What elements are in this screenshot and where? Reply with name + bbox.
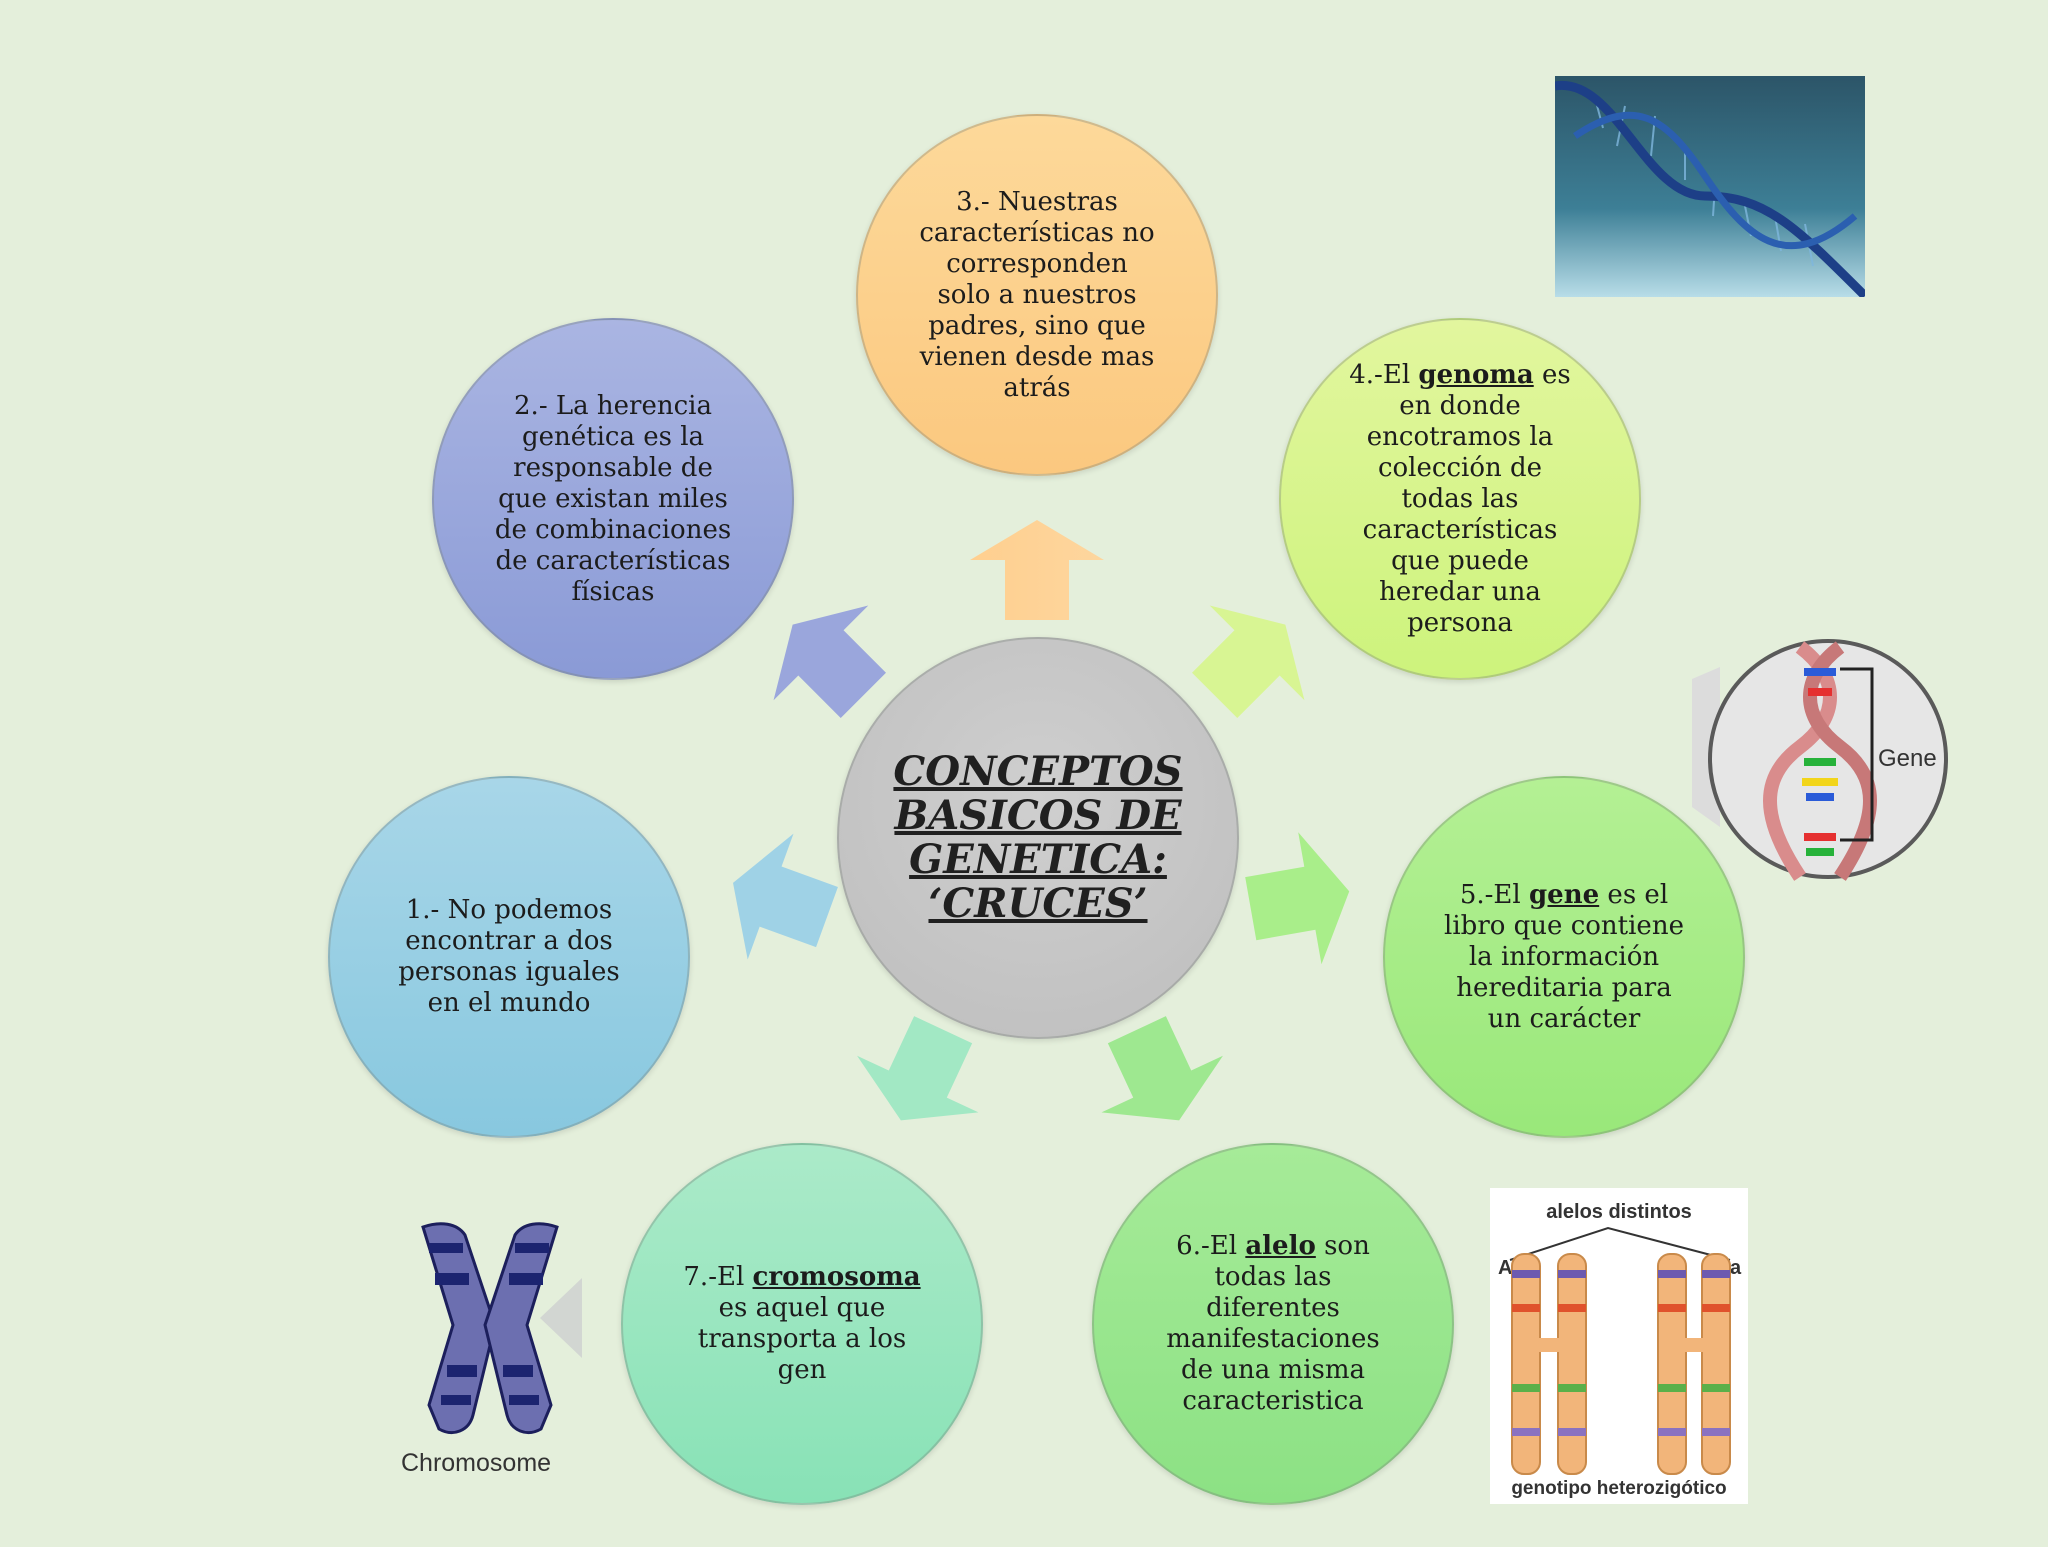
concept-5-text: 5.-El	[1459, 879, 1529, 910]
concept-2-text: 2.- La herencia genética es la responsab…	[494, 390, 732, 607]
alleles-bottom-label: genotipo heterozigótico	[1511, 1478, 1726, 1499]
concept-5-keyword-gene: gene	[1529, 879, 1600, 910]
concept-5-text-end: es el libro que contiene la información …	[1444, 879, 1684, 1034]
concept-circle-2: 2.- La herencia genética es la responsab…	[432, 318, 794, 680]
chromosome-label: Chromosome	[401, 1449, 551, 1475]
concept-circle-4: 4.-El genoma es en donde encotramos la c…	[1279, 318, 1641, 680]
concept-6-text: 6.-El	[1176, 1231, 1246, 1261]
alleles-diagram-image: alelos distintos A a genotipo heterozigó…	[1490, 1188, 1748, 1504]
concept-1-text: 1.- No podemos encontrar a dos personas …	[398, 895, 620, 1018]
center-title: CONCEPTOS BASICOS DE GENETICA: ‘CRUCES’	[893, 748, 1183, 927]
concept-3-text: 3.- Nuestras características no correspo…	[919, 186, 1155, 403]
concept-4-keyword-genoma: genoma	[1418, 359, 1534, 390]
arrow-to-concept-5	[1245, 832, 1350, 965]
concept-7-text: 7.-El	[683, 1262, 753, 1292]
gene-label: Gene	[1878, 745, 1937, 772]
arrow-to-concept-7	[857, 1016, 979, 1121]
arrow-to-concept-6	[1101, 1016, 1223, 1121]
concept-circle-1: 1.- No podemos encontrar a dos personas …	[328, 776, 690, 1138]
concept-6-keyword-alelo: alelo	[1245, 1231, 1316, 1261]
concept-4-text: 4.-El	[1349, 359, 1419, 390]
arrow-to-concept-4	[1192, 605, 1305, 718]
concept-7-text-end: es aquel que transporta a los gen	[697, 1293, 907, 1385]
arrow-to-concept-3	[970, 520, 1104, 620]
concept-circle-7: 7.-El cromosoma es aquel que transporta …	[621, 1143, 983, 1505]
arrow-to-concept-1	[733, 833, 838, 960]
concept-circle-3: 3.- Nuestras características no correspo…	[856, 114, 1218, 476]
concept-circle-6: 6.-El alelo son todas las diferentes man…	[1092, 1143, 1454, 1505]
concept-7-keyword-cromosoma: cromosoma	[752, 1262, 921, 1292]
gene-diagram-image: Gene	[1692, 639, 1948, 881]
center-topic-circle: CONCEPTOS BASICOS DE GENETICA: ‘CRUCES’	[837, 637, 1239, 1039]
allele-A-label: A	[1498, 1257, 1512, 1279]
chromosome-image: Chromosome	[401, 1222, 559, 1475]
concept-4-text-end: es en donde encotramos la colección de t…	[1362, 359, 1571, 638]
arrow-to-concept-2	[773, 605, 886, 718]
alleles-top-label: alelos distintos	[1546, 1201, 1692, 1223]
concept-6-text-end: son todas las diferentes manifestaciones…	[1166, 1231, 1380, 1416]
concept-circle-5: 5.-El gene es el libro que contiene la i…	[1383, 776, 1745, 1138]
dna-helix-image	[1555, 76, 1865, 297]
chromosome-pointer	[540, 1278, 582, 1358]
allele-a-label: a	[1730, 1257, 1742, 1279]
